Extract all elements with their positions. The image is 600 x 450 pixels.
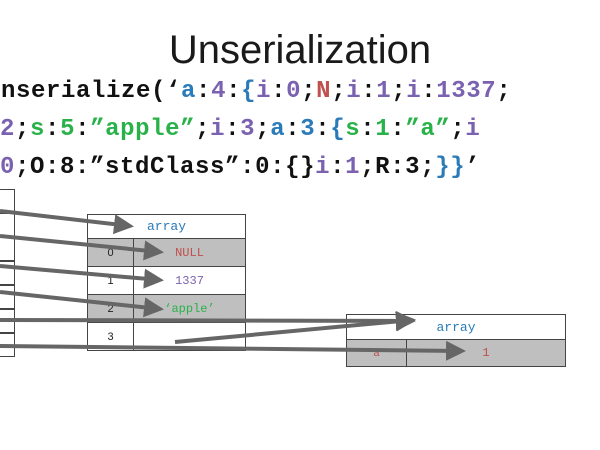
code-token: : [315,116,331,143]
code-token: : [225,116,241,143]
arrow-to-null [0,234,164,261]
code-token: s [345,116,361,143]
code-token: 5 [60,116,76,143]
arrow-to-array2 [0,310,416,331]
code-token: : [285,116,301,143]
code-token: ”apple” [90,116,196,143]
code-token: ; [255,116,271,143]
code-token: 3 [300,116,316,143]
code-token: 1 [345,154,361,181]
code-token: : [421,78,437,105]
code-token: { [241,78,257,105]
array1-index: 2 [87,294,134,323]
array2-value: 1 [406,339,566,367]
code-token: : [271,78,287,105]
code-token: i [406,78,422,105]
code-token: : [390,116,406,143]
arrow-to-apple [0,290,164,318]
code-token: O:8:”stdClass”:0:{} [30,154,316,181]
code-token: i [315,154,331,181]
code-token: ; [195,116,211,143]
slide-title: Unserialization [168,28,432,72]
code-token: ’ [465,154,481,181]
arrow-to-stdclass [0,340,466,361]
code-token: a [270,116,286,143]
code-token: 3 [240,116,256,143]
array2-index: ‘a’ [346,339,407,367]
code-token: 0 [286,78,302,105]
code-token: : [330,154,346,181]
code-token: i [256,78,272,105]
code-token: ; [496,78,512,105]
code-token: : [390,154,406,181]
code-token: ”a” [405,116,451,143]
array1-value: ‘apple’ [133,294,246,323]
code-token: N [316,78,332,105]
code-token: s [30,116,46,143]
code-token: 2 [0,116,16,143]
arrow-ref-array2 [174,311,416,344]
code-line-1: unserialize(‘a:4:{i:0;N;i:1;i:1337; [0,78,511,105]
code-token: : [361,78,377,105]
code-token: 4 [211,78,227,105]
code-line-2: 2;s:5:”apple”;i:3;a:3:{s:1:”a”;i [0,116,480,143]
code-token: ; [331,78,347,105]
code-token: ; [15,154,31,181]
code-token: 1337 [436,78,497,105]
code-line-3: 0;O:8:”stdClass”:0:{}i:1;R:3;}}’ [0,154,480,181]
code-token: 1 [375,116,391,143]
code-token: ; [450,116,466,143]
code-token: i [346,78,362,105]
code-token: i [465,116,481,143]
code-token: : [226,78,242,105]
code-token: ; [15,116,31,143]
code-token: R [375,154,391,181]
code-token: 3 [405,154,421,181]
code-token: ; [360,154,376,181]
arrow-to-1337 [0,264,164,289]
code-token: ; [301,78,317,105]
code-token: : [196,78,212,105]
code-token: i [210,116,226,143]
code-token: : [360,116,376,143]
code-token: { [330,116,346,143]
code-token: }} [435,154,466,181]
code-token: : [75,116,91,143]
code-token: : [45,116,61,143]
code-token: 0 [0,154,16,181]
code-token: ; [391,78,407,105]
code-token: ; [420,154,436,181]
code-token: 1 [376,78,392,105]
code-token: unserialize(‘ [0,78,182,105]
code-token: a [181,78,197,105]
arrow-to-array1 [0,209,134,235]
